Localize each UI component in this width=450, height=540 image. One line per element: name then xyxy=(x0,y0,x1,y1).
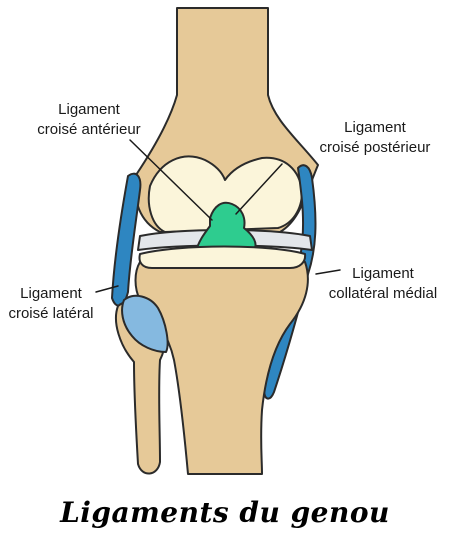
lcl-callout-line xyxy=(95,285,119,293)
mcl-callout-line xyxy=(315,269,341,275)
diagram-title: Ligaments du genou xyxy=(60,496,390,529)
lcl-label: Ligament croisé latéral xyxy=(0,284,102,324)
lcl-label-line1: Ligament xyxy=(20,285,82,302)
acl-label: Ligament croisé antérieur xyxy=(6,100,172,140)
mcl-label-line1: Ligament xyxy=(352,265,414,282)
lcl-label-line2: croisé latéral xyxy=(8,305,94,322)
pcl-label-line1: Ligament xyxy=(344,119,406,136)
lateral-ligament xyxy=(111,172,142,307)
acl-label-line2: croisé antérieur xyxy=(37,121,141,138)
pcl-label-line2: croisé postérieur xyxy=(319,139,431,156)
pcl-label: Ligament croisé postérieur xyxy=(302,118,448,158)
acl-callout-line xyxy=(129,139,213,221)
tibia-cartilage xyxy=(138,245,307,269)
mcl-label: Ligament collatéral médial xyxy=(318,264,448,304)
fibular-ligament-attachment xyxy=(121,294,169,353)
mcl-label-line2: collatéral médial xyxy=(328,285,438,302)
pcl-callout-line xyxy=(235,163,283,215)
callout-lines xyxy=(95,139,341,293)
acl-label-line1: Ligament xyxy=(58,101,120,118)
cruciate-ligaments xyxy=(195,201,257,253)
